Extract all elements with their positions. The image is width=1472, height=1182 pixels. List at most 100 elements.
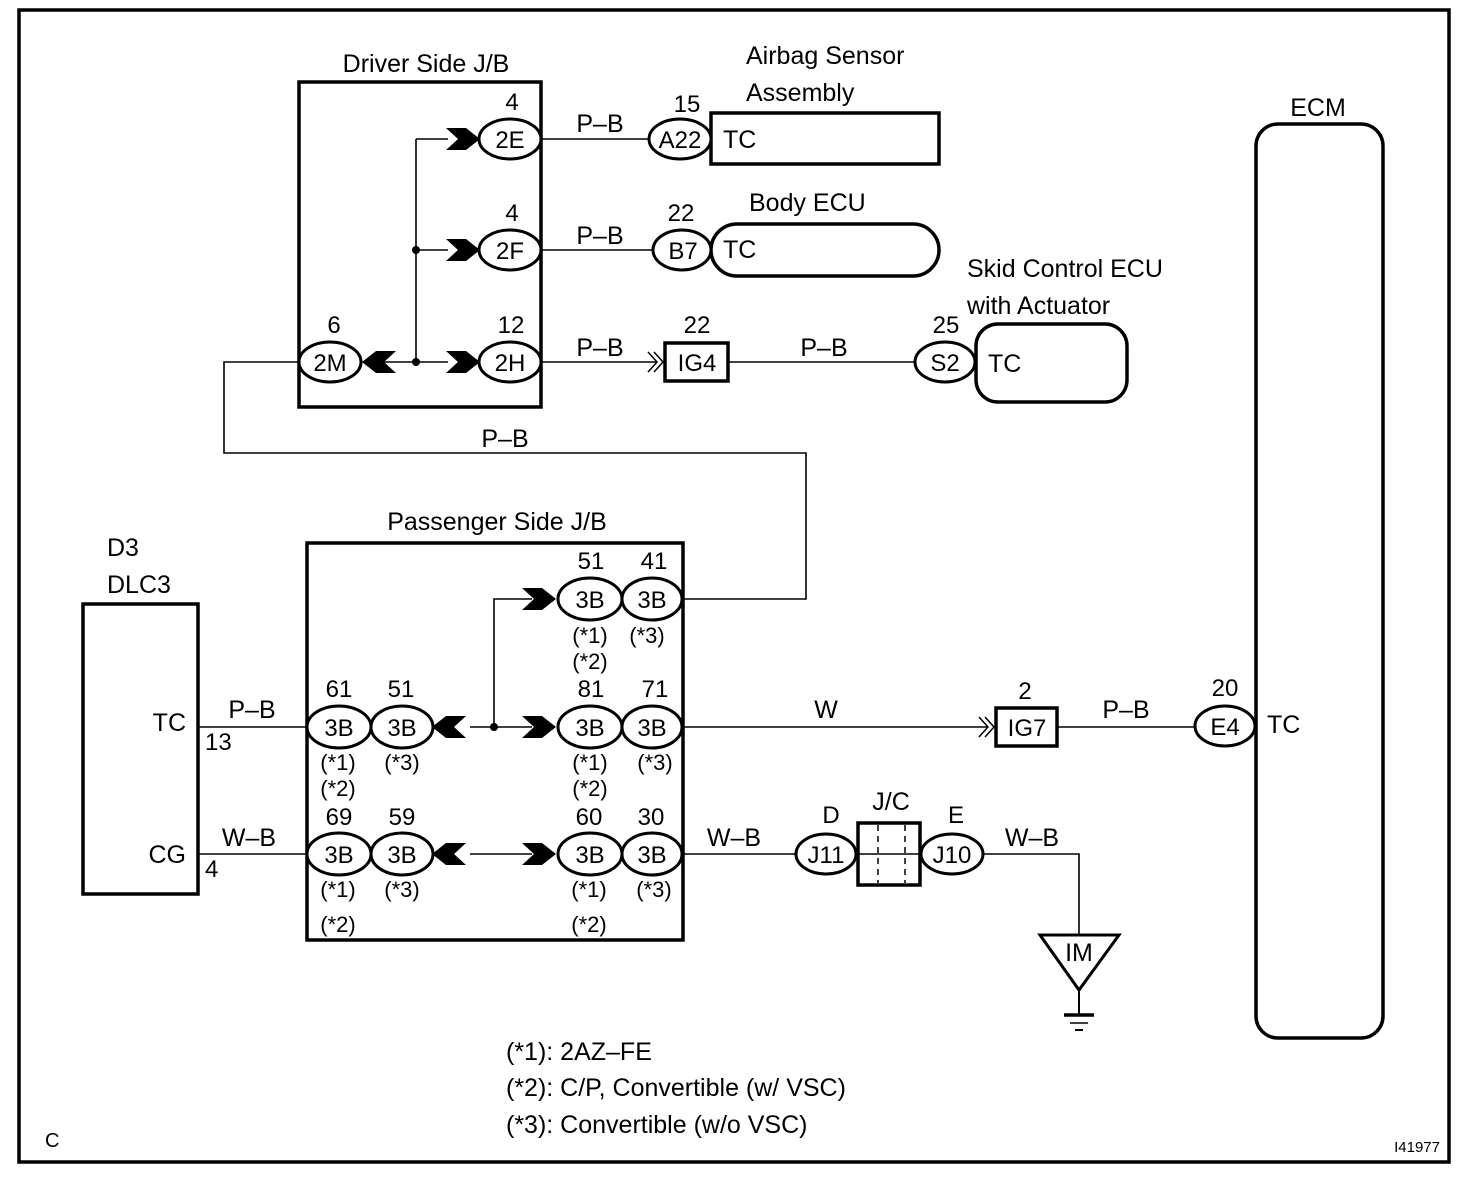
wire-color-label: W–B: [1005, 824, 1059, 852]
variant-note: (*2): [572, 649, 607, 674]
connector-chevron-icon: [446, 239, 480, 261]
ground-point-label: IM: [1065, 939, 1093, 967]
wire-color-label: P–B: [800, 334, 847, 362]
connector-label: IG4: [678, 350, 717, 377]
variant-note: (*1): [320, 877, 355, 902]
connector-label: A22: [659, 127, 702, 154]
component-title: D3: [107, 534, 139, 562]
connector-E4: [1193, 704, 1257, 748]
wire-color-label: P–B: [576, 110, 623, 138]
wire-color-label: P–B: [481, 425, 528, 453]
pin-number: 15: [674, 91, 701, 118]
splice-point: [412, 358, 420, 366]
variant-note: (*3): [384, 877, 419, 902]
passenger-jb-title: Passenger Side J/B: [387, 508, 607, 536]
connector-chevron-icon: [432, 843, 466, 865]
skid-control-ecu: P–B 22 IG4 P–B Skid Control ECU with Act…: [541, 255, 1163, 404]
pin-number: 51: [578, 548, 605, 575]
legend-item: (*2): C/P, Convertible (w/ VSC): [506, 1074, 846, 1102]
connector-label: 2M: [313, 350, 346, 377]
tc-line-to-ecm: W 2 IG7 P–B 20 E4 TC: [683, 675, 1300, 748]
connector-3B-41: [620, 576, 684, 622]
component-title: ECM: [1290, 94, 1346, 122]
airbag-sensor-assembly: P–B Airbag Sensor Assembly 15 A22 TC: [541, 42, 941, 166]
pin-number: 60: [576, 804, 603, 831]
passenger-side-jb: Passenger Side J/B 51 41 3B 3B (*1) (*2)…: [305, 508, 685, 942]
connector-chevron-icon: [362, 351, 396, 373]
terminal-label: TC: [723, 126, 756, 154]
pin-number: 69: [326, 804, 353, 831]
connector-chevron-icon: [446, 128, 480, 150]
connector-label: 3B: [575, 587, 604, 614]
connector-label: 3B: [637, 587, 666, 614]
passenger-jb-internal-bus: [470, 598, 532, 855]
pin-number: 13: [205, 729, 232, 756]
connector-chevron-icon: [522, 716, 556, 738]
ground-point-triangle: [1037, 933, 1122, 993]
connector-label: 2F: [496, 238, 524, 265]
connector-B7: [651, 228, 713, 272]
component-title: Airbag Sensor: [746, 42, 904, 70]
driver-side-jb: Driver Side J/B 4 2E 4 2F 12 2H 6 2M: [297, 50, 543, 409]
pin-number: 20: [1212, 675, 1239, 702]
connector-label: 3B: [575, 715, 604, 742]
dlc3: D3 DLC3 TC CG P–B 13 W–B 4: [81, 534, 307, 896]
variant-note: (*3): [637, 750, 672, 775]
wire-color-label: W–B: [707, 824, 761, 852]
wire-color-label: W–B: [222, 824, 276, 852]
variant-note: (*1): [320, 750, 355, 775]
variant-note: (*3): [629, 623, 664, 648]
connector-S2: [913, 340, 977, 384]
variant-note: (*2): [572, 776, 607, 801]
variant-note: (*1): [572, 750, 607, 775]
wire: [983, 853, 1080, 935]
connector-label: E4: [1210, 714, 1239, 741]
pin-number: 4: [205, 856, 218, 883]
component-title: Skid Control ECU: [967, 255, 1163, 283]
airbag-sensor-box: [709, 111, 941, 166]
connector-label: B7: [668, 238, 697, 265]
connector-label: 3B: [637, 842, 666, 869]
terminal-label: TC: [988, 350, 1021, 378]
connector-label: 3B: [637, 715, 666, 742]
inline-connector-icon: [647, 351, 665, 373]
wire-color-label: W: [814, 696, 838, 724]
pin-number: 22: [684, 312, 711, 339]
dlc3-box: [81, 602, 200, 896]
variant-note: (*1): [571, 877, 606, 902]
pin-number: 30: [638, 804, 665, 831]
pin-number: 25: [933, 312, 960, 339]
corner-label: C: [45, 1130, 59, 1152]
connector-A22: [647, 117, 713, 161]
pin-number: 4: [505, 200, 518, 227]
connector-label: 3B: [324, 842, 353, 869]
connector-label: 3B: [324, 715, 353, 742]
connector-label: 2H: [495, 350, 526, 377]
variant-note: (*2): [320, 912, 355, 937]
connector-3B-30: [620, 831, 684, 877]
diagram-frame: [17, 8, 1451, 1164]
ecm-box: [1254, 122, 1385, 1040]
junction-dashed-line: [877, 825, 906, 883]
passenger-jb-box: [305, 541, 685, 942]
variant-legend: (*1): 2AZ–FE (*2): C/P, Convertible (w/ …: [506, 1038, 846, 1139]
inline-connector-icon: [978, 716, 996, 738]
variant-note: (*2): [571, 912, 606, 937]
connector-J11: [794, 832, 858, 876]
connector-label: 3B: [387, 715, 416, 742]
pin-number: 51: [388, 676, 415, 703]
terminal-label: CG: [149, 841, 187, 869]
legend-item: (*1): 2AZ–FE: [506, 1038, 652, 1066]
wire-color-label: P–B: [576, 222, 623, 250]
terminal-label: TC: [1267, 711, 1300, 739]
splice-point: [490, 723, 498, 731]
connector-chevron-icon: [432, 716, 466, 738]
component-title: Assembly: [746, 79, 855, 107]
component-title: DLC3: [107, 571, 171, 599]
variant-note: (*3): [384, 750, 419, 775]
connector-3B-71: [620, 704, 684, 750]
terminal-label: TC: [723, 236, 756, 264]
wire-color-label: P–B: [1102, 696, 1149, 724]
pin-number: 59: [389, 804, 416, 831]
pin-number: 61: [326, 676, 353, 703]
